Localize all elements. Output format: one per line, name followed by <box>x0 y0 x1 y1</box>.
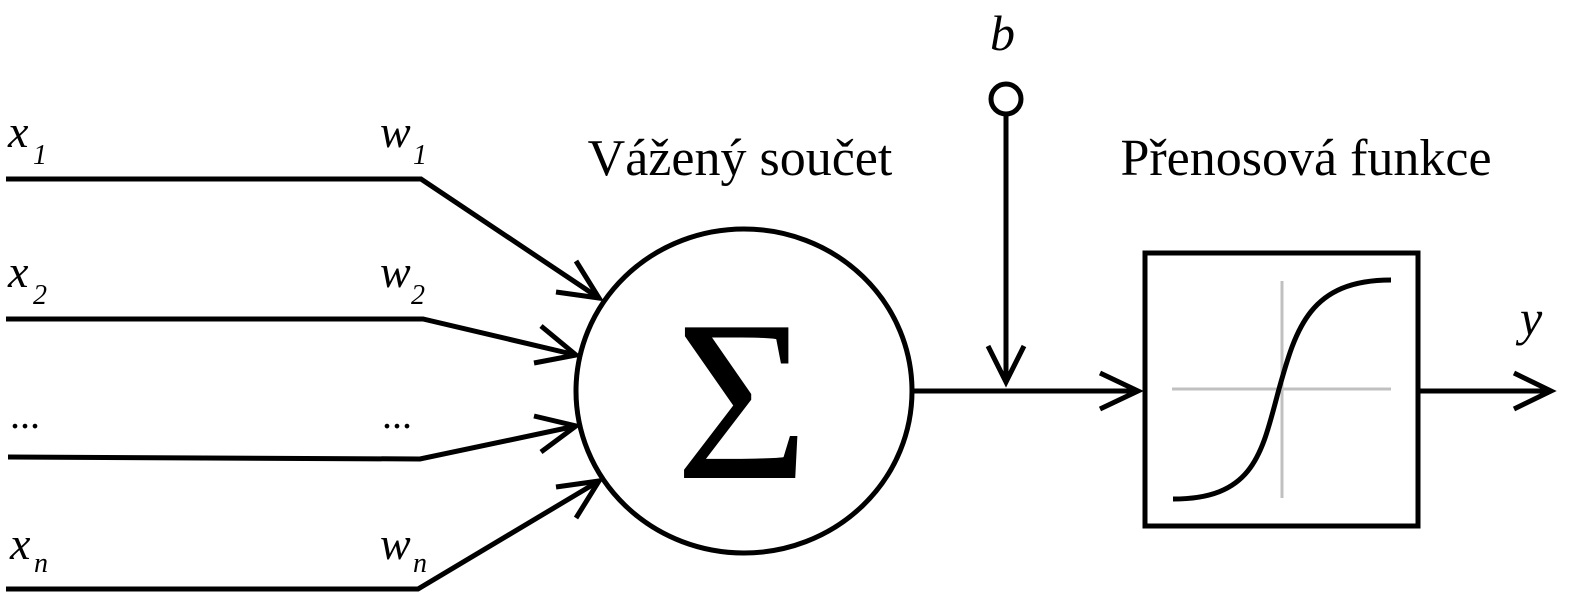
input-1-line <box>6 176 601 301</box>
output: y <box>1418 290 1557 412</box>
output-label: y <box>1515 290 1543 346</box>
input-1-x-subscript: 1 <box>33 140 47 171</box>
bias-node-circle <box>988 81 1024 117</box>
input-n: x n w n <box>6 477 604 592</box>
transfer-function: Přenosová funkce <box>1120 130 1492 529</box>
input-2-line <box>6 316 577 358</box>
input-2-x-subscript: 2 <box>33 280 47 311</box>
input-n-x-subscript: n <box>34 548 48 579</box>
input-n-arrowhead <box>555 477 604 520</box>
input-3: ... ... <box>7 392 582 462</box>
input-3-x-label: ... <box>10 392 40 437</box>
summation-title: Vážený součet <box>588 130 893 187</box>
bias-arrowhead <box>985 344 1027 388</box>
input-3-line <box>7 423 577 462</box>
input-n-line <box>6 478 601 592</box>
transfer-input-arrowhead <box>1098 370 1144 412</box>
input-1-weight-subscript: 1 <box>413 140 427 171</box>
input-n-weight-subscript: n <box>413 548 427 579</box>
summation-node: Vážený součet Σ <box>573 130 915 556</box>
input-2-weight-subscript: 2 <box>411 280 425 311</box>
input-2: x 2 w 2 <box>6 246 582 366</box>
transfer-title: Přenosová funkce <box>1120 130 1491 187</box>
input-n-weight-label: w <box>380 518 411 569</box>
input-1-arrowhead <box>555 259 604 302</box>
input-1: x 1 w 1 <box>6 106 604 302</box>
input-2-x-label: x <box>7 246 29 297</box>
input-1-weight-label: w <box>380 106 411 157</box>
input-3-weight-label: ... <box>382 392 412 437</box>
input-n-x-label: x <box>9 518 31 569</box>
bias-input: b <box>985 5 1027 388</box>
sum-to-transfer-connection <box>912 370 1144 412</box>
sigma-symbol: Σ <box>675 273 809 528</box>
bias-label: b <box>990 5 1015 61</box>
input-3-arrowhead <box>533 413 582 455</box>
sigmoid-curve <box>1172 277 1392 502</box>
input-2-arrowhead <box>533 324 582 366</box>
output-arrowhead <box>1512 370 1557 412</box>
input-2-weight-label: w <box>380 246 411 297</box>
input-1-x-label: x <box>7 106 29 157</box>
